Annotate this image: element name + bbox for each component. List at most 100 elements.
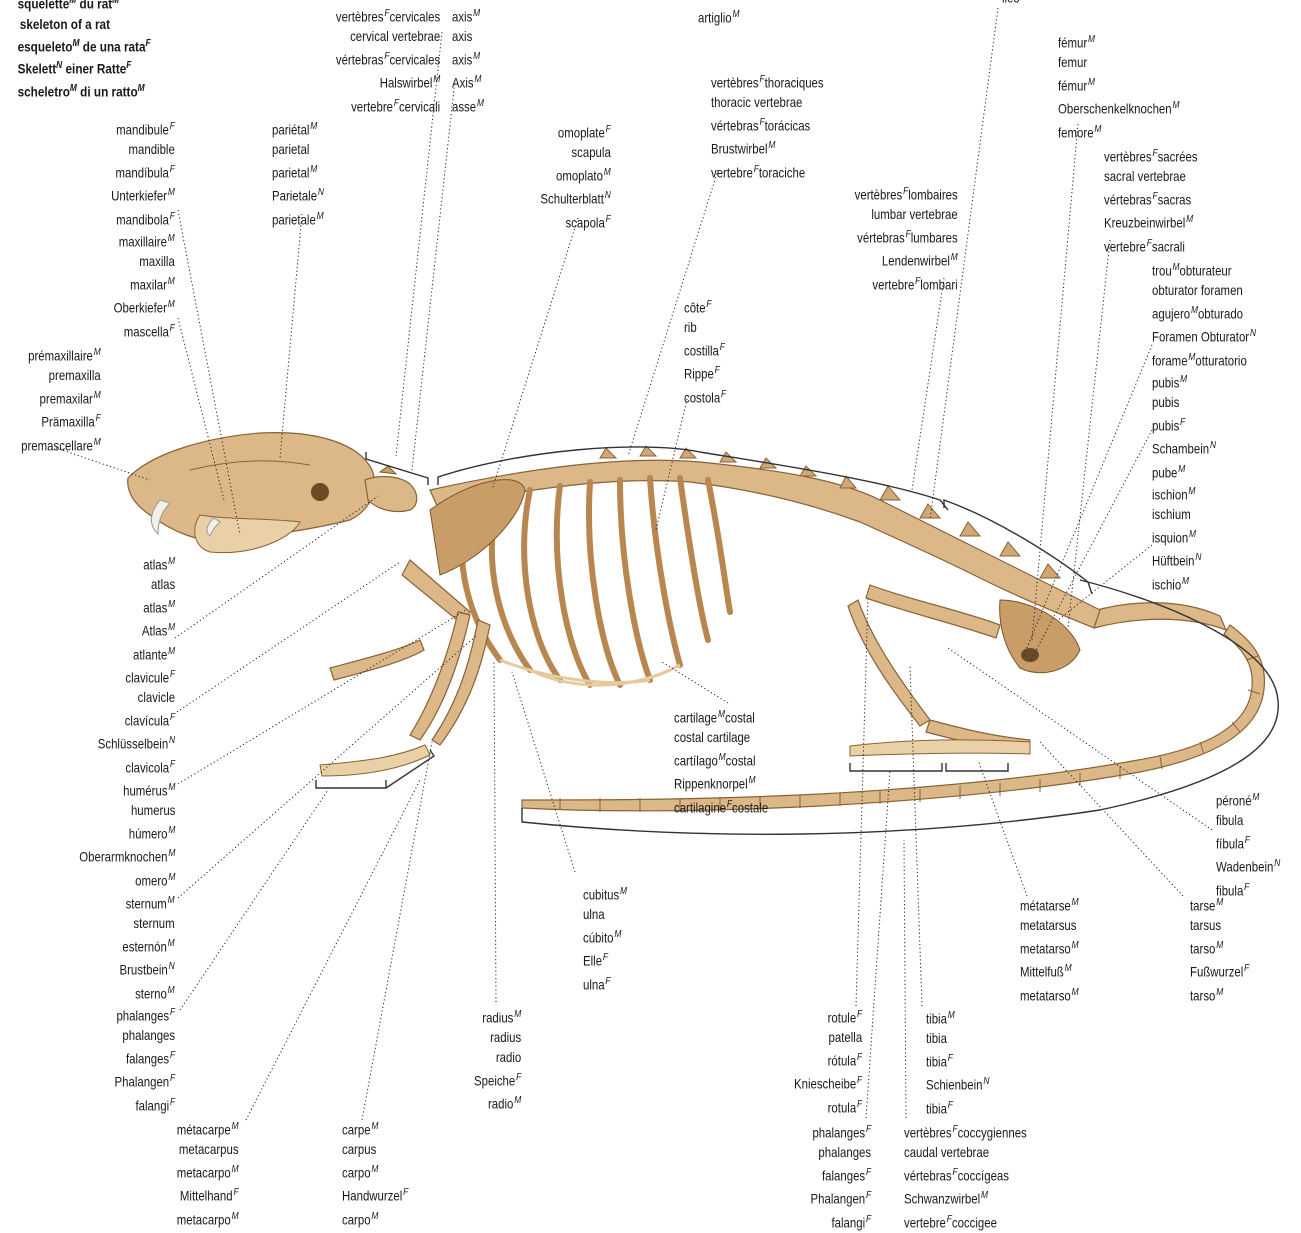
term-text: torácicas [765,119,811,134]
term-text: Halswirbel [379,76,432,91]
term-text: Elle [583,954,602,969]
label-line: esternónM [120,934,175,957]
label-line: maxilarM [114,272,175,295]
label-line: parietal [272,140,324,160]
label-line: UnterkieferM [111,183,175,206]
label-line: fémurM [1058,73,1179,96]
term-text: carpe [342,1123,371,1138]
label-line: PhalangenF [114,1069,175,1092]
gender-marker: M [514,1009,521,1020]
term-text: ulna [583,907,605,922]
label-line: vertebreFcoccigee [904,1210,1027,1233]
gender-marker: M [1072,940,1079,951]
gender-marker: F [170,759,175,770]
term-text: lumbar vertebrae [872,207,958,222]
gender-marker: M [112,0,119,6]
gender-marker: M [94,347,101,358]
gender-marker: M [718,709,725,720]
label-line: clavicolaF [98,755,175,778]
term-text: Schulterblatt [541,192,604,207]
gender-marker: M [474,74,481,85]
gender-marker: M [371,1211,378,1222]
diagram-title: squeletteM du ratMskeleton of a ratesque… [18,0,110,102]
title-line: scheletroM di un rattoM [18,79,110,102]
label-tarsus: tarseMtarsustarsoMFußwurzelFtarsoM [1190,893,1249,1006]
label-line: mandibuleF [111,117,175,140]
gender-marker: M [1216,897,1223,908]
label-line: obturator foramen [1152,281,1256,301]
term-text: mandibola [116,212,169,227]
skull [128,433,375,553]
term-text: clavicule [125,671,169,686]
label-claw: KlaueartiglioM [698,0,739,28]
term-text: húmero [128,827,167,842]
gender-marker: M [768,140,775,151]
label-line: AtlasM [133,618,175,641]
term-text: skeleton of a rat [20,16,110,32]
label-line: claviculeF [98,665,175,688]
label-line: vertèbresFlombaires [855,182,958,205]
label-line: húmeroM [79,821,175,844]
gender-marker: F [857,1009,862,1020]
label-line: atlasM [133,552,175,575]
label-line: fíbulaF [1216,831,1280,854]
label-radius: radiusMradiusradioSpeicheFradioM [474,1005,521,1115]
term-text: Wadenbein [1216,860,1273,875]
label-line: métacarpeM [177,1117,239,1140]
label-line: ileoM [1002,0,1028,8]
gender-marker: M [70,83,77,94]
gender-marker: M [1252,792,1259,803]
term-text: obturateur [1180,264,1232,279]
term-text: Oberschenkelknochen [1058,102,1172,117]
label-line: tibiaM [926,1006,989,1029]
gender-marker: M [1088,77,1095,88]
gender-marker: M [477,98,484,109]
term-text: carpo [342,1166,371,1181]
label-parietal: pariétalMparietalparietalMParietaleNpari… [272,117,324,230]
label-line: LendenwirbelM [855,248,958,271]
label-line: radiusM [474,1005,521,1028]
label-line: metacarpus [177,1140,239,1160]
term-text: metatarso [1020,988,1071,1003]
term-text: costal [725,711,755,726]
label-line: phalangesF [114,1003,175,1026]
term-text: Schambein [1152,442,1209,457]
term-text: vertebre [904,1215,946,1230]
term-text: femur [1058,55,1087,70]
term-text: cervicales [389,53,440,68]
gender-marker: F [857,1099,862,1110]
gender-marker: F [1180,417,1185,428]
term-text: Axis [452,76,474,91]
label-line: carpeM [342,1117,408,1140]
gender-marker: M [94,437,101,448]
label-line: fémurM [1058,30,1179,53]
label-line: mandible [111,140,175,160]
term-text: Unterkiefer [111,189,167,204]
term-text: cartilagine [674,800,726,815]
gender-marker: F [606,214,611,225]
label-line: cartílagoMcostal [674,748,768,771]
label-line: cúbitoM [583,925,627,948]
gender-marker: M [1180,374,1187,385]
term-text: costal [726,754,756,769]
label-line: metatarsus [1020,916,1079,936]
label-line: vertèbresFcervicales [336,4,440,27]
term-text: Mittelhand [180,1189,233,1204]
label-line: carpoM [342,1160,408,1183]
label-line: clavículaF [98,708,175,731]
hind-limb [848,585,1080,756]
gender-marker: M [317,211,324,222]
gender-marker: F [948,1100,953,1111]
gender-marker: N [1210,440,1216,451]
term-text: axis [452,10,472,25]
label-line: métatarseM [1020,893,1079,916]
gender-marker: F [96,413,101,424]
gender-marker: M [748,775,755,786]
gender-marker: F [146,38,151,49]
label-line: atlasM [133,595,175,618]
label-line: KniescheibeF [794,1071,862,1094]
label-tibia: tibiaMtibiatibiaFSchienbeinNtibiaF [926,1006,989,1119]
gender-marker: M [514,1095,521,1106]
label-ilium: ileoM [1002,0,1028,8]
term-text: parietal [272,166,309,181]
